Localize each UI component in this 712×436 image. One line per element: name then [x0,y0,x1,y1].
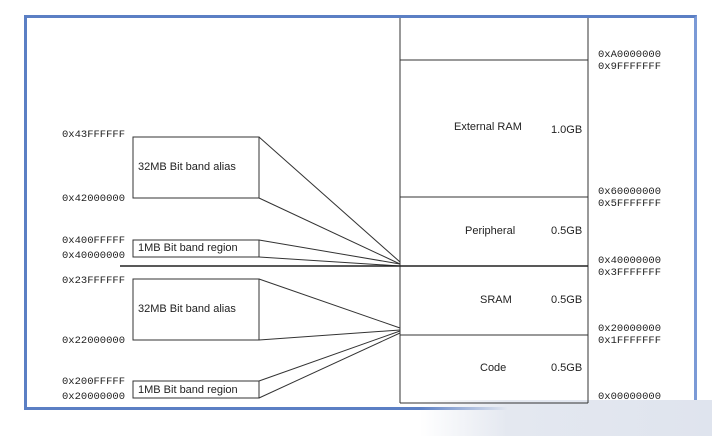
region-sram-name: SRAM [480,294,512,306]
address-22000000: 0x22000000 [62,335,126,347]
region-sram-size: 0.5GB [551,294,583,306]
address-42000000: 0x42000000 [62,193,126,205]
address-a0000000: 0xA0000000 [598,49,662,61]
map-line [258,136,401,263]
sram-alias-box [132,278,260,341]
address-3fffffff: 0x3FFFFFFF [598,267,662,279]
map-line [258,330,401,382]
address-1fffffff: 0x1FFFFFFF [598,335,662,347]
address-60000000: 0x60000000 [598,186,662,198]
sram-region-label: 1MB Bit band region [138,384,238,396]
address-20000000-left: 0x20000000 [62,391,126,403]
region-external-ram-name: External RAM [454,121,522,133]
region-peripheral-size: 0.5GB [551,225,583,237]
address-20000000: 0x20000000 [598,323,662,335]
map-line [258,197,401,265]
map-line [258,256,401,267]
region-code-size: 0.5GB [551,362,583,374]
peripheral-region-label: 1MB Bit band region [138,242,238,254]
peripheral-alias-box [132,136,260,199]
sram-alias-label: 32MB Bit band alias [138,303,236,315]
map-line [258,239,401,265]
address-200fffff: 0x200FFFFF [62,376,126,388]
region-external-ram-size: 1.0GB [551,124,583,136]
address-5fffffff: 0x5FFFFFFF [598,198,662,210]
region-code-name: Code [480,362,507,374]
peripheral-region-box [132,239,260,258]
sram-region-box [132,380,260,399]
bottom-fade [420,400,712,436]
address-400fffff: 0x400FFFFF [62,235,126,247]
map-line [258,332,401,399]
diagram-frame [24,15,697,410]
region-peripheral-name: Peripheral [465,225,516,237]
address-43ffffff: 0x43FFFFFF [62,129,126,141]
peripheral-alias-label: 32MB Bit band alias [138,161,236,173]
address-40000000: 0x40000000 [598,255,662,267]
map-line [258,278,401,329]
address-00000000: 0x00000000 [598,391,662,403]
address-9fffffff: 0x9FFFFFFF [598,61,662,73]
map-line [258,329,401,341]
address-40000000-left: 0x40000000 [62,250,126,262]
address-23ffffff: 0x23FFFFFF [62,275,126,287]
